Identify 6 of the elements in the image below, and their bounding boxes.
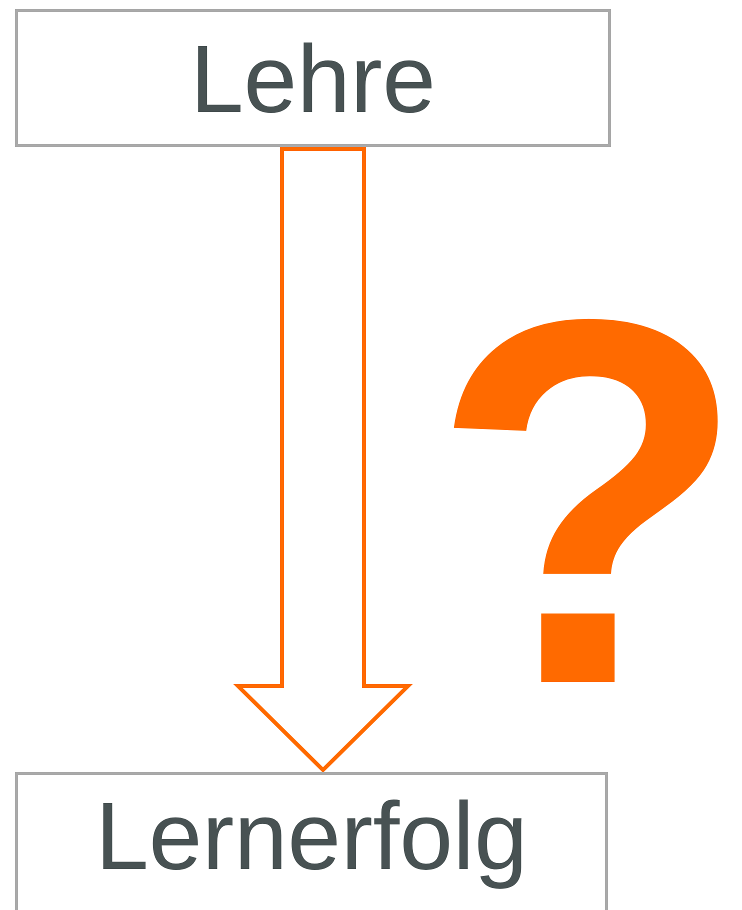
text-box bbox=[15, 9, 611, 147]
box-label: Lehre bbox=[190, 32, 436, 135]
block-arrow bbox=[233, 147, 413, 773]
text-box bbox=[15, 772, 608, 910]
question-mark: ? bbox=[430, 243, 742, 763]
box-label: Lernerfolg bbox=[95, 789, 528, 892]
